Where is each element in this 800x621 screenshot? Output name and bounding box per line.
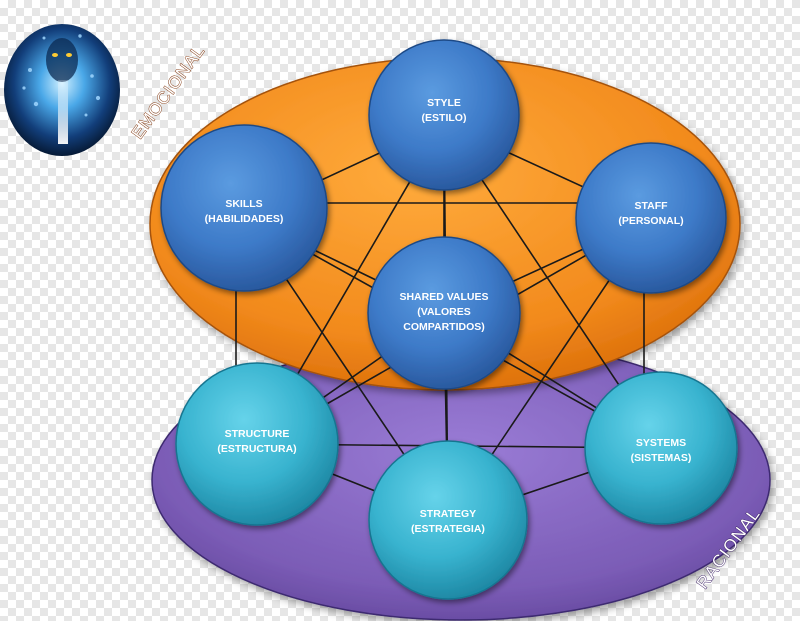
node-strategy-label-1: STRATEGY <box>420 508 476 520</box>
node-style-label-2: (ESTILO) <box>422 112 467 124</box>
node-skills-label-1: SKILLS <box>225 198 262 210</box>
node-shared-values-label-2: (VALORES <box>417 306 470 318</box>
emotional-face-image <box>4 24 120 156</box>
node-staff: STAFF (PERSONAL) <box>575 142 727 294</box>
node-strategy-label-2: (ESTRATEGIA) <box>411 523 485 535</box>
node-shared-values-label-1: SHARED VALUES <box>399 291 488 303</box>
node-style: STYLE (ESTILO) <box>368 39 520 191</box>
node-structure-label-1: STRUCTURE <box>225 428 290 440</box>
node-shared-values-label-3: COMPARTIDOS) <box>403 321 484 333</box>
emotional-label: EMOCIONAL <box>128 41 209 142</box>
node-systems: SYSTEMS (SISTEMAS) <box>584 371 738 525</box>
node-style-label-1: STYLE <box>427 97 461 109</box>
node-systems-label-2: (SISTEMAS) <box>631 452 692 464</box>
node-skills-label-2: (HABILIDADES) <box>205 213 284 225</box>
node-structure: STRUCTURE (ESTRUCTURA) <box>175 362 339 526</box>
node-structure-label-2: (ESTRUCTURA) <box>217 443 296 455</box>
node-staff-label-1: STAFF <box>634 200 668 212</box>
node-staff-label-2: (PERSONAL) <box>618 215 683 227</box>
node-systems-label-1: SYSTEMS <box>636 437 686 449</box>
node-shared-values: SHARED VALUES (VALORES COMPARTIDOS) <box>367 236 521 390</box>
node-strategy: STRATEGY (ESTRATEGIA) <box>368 440 528 600</box>
node-skills: SKILLS (HABILIDADES) <box>160 124 328 292</box>
